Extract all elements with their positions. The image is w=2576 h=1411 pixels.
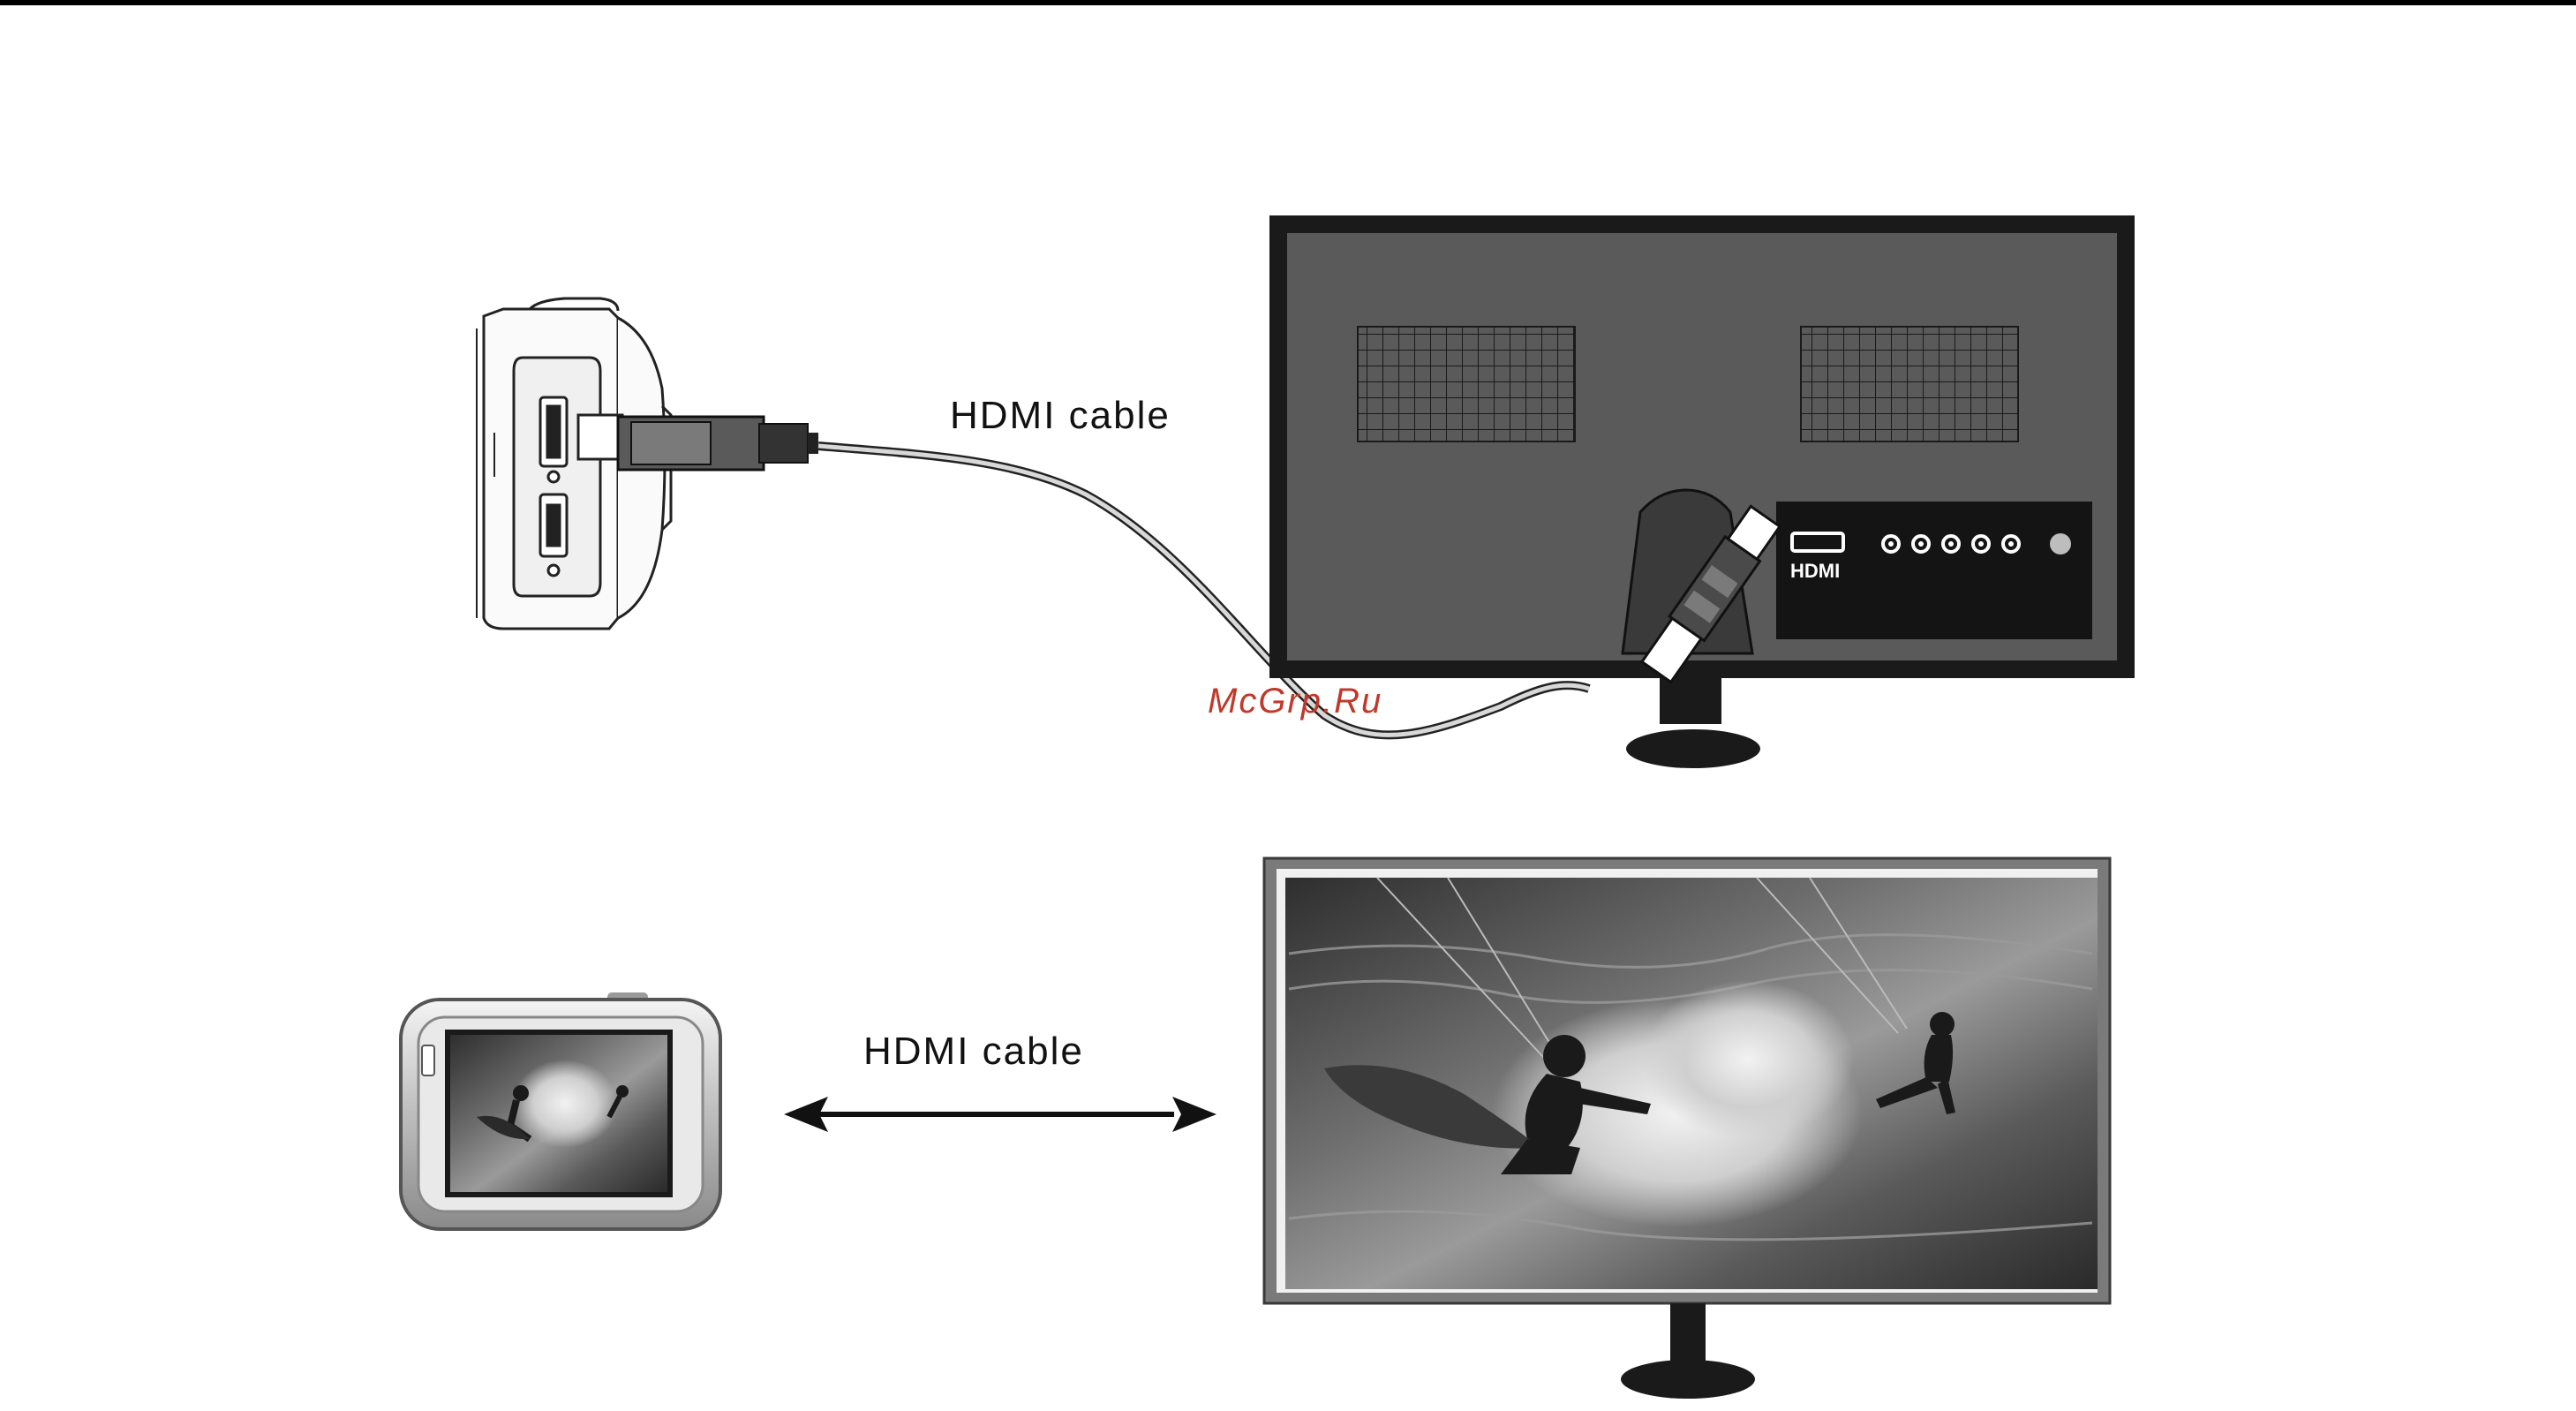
tv-rear-view: HDMI xyxy=(1278,224,2126,768)
top-cable-label: HDMI cable xyxy=(950,394,1171,438)
top-rule xyxy=(0,0,2576,5)
vent-grille-right xyxy=(1801,327,2018,441)
power-jack-icon xyxy=(2050,533,2071,555)
bottom-cable-label: HDMI cable xyxy=(863,1030,1084,1074)
tv-front-view xyxy=(1264,858,2110,1399)
vent-grille-left xyxy=(1358,327,1575,441)
watermark: McGrp.Ru xyxy=(1208,682,1382,721)
hdmi-port-label: HDMI xyxy=(1790,560,1840,582)
double-arrow xyxy=(784,1097,1216,1132)
camera-front-view xyxy=(401,992,720,1229)
